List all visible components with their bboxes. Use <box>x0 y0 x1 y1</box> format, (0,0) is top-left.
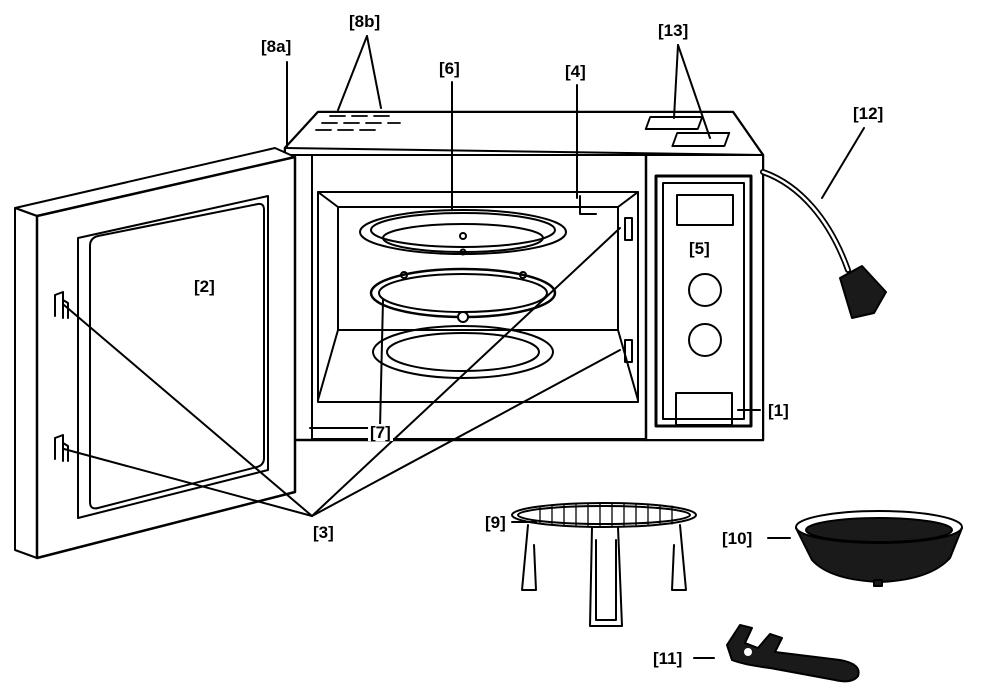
top-vents <box>315 115 401 131</box>
label-8a: [8a] <box>259 37 294 56</box>
control-panel <box>644 153 764 442</box>
label-8b: [8b] <box>347 12 383 31</box>
label-13: [13] <box>656 21 691 40</box>
microwave-door <box>14 147 297 560</box>
label-2: [2] <box>194 277 215 296</box>
label-5: [5] <box>689 239 710 258</box>
label-6: [6] <box>437 59 462 78</box>
label-4: [4] <box>563 62 588 81</box>
label-9: [9] <box>483 513 508 532</box>
leader-lines <box>63 35 865 659</box>
top-plate-1 <box>644 116 704 130</box>
crisp-pan <box>795 510 963 587</box>
label-3: [3] <box>311 523 336 542</box>
label-11: [11] <box>651 649 685 668</box>
cooking-cavity <box>311 154 647 440</box>
power-cord <box>760 169 887 319</box>
label-10: [10] <box>720 529 755 548</box>
label-12: [12] <box>851 104 886 123</box>
label-7: [7] <box>368 423 393 442</box>
label-1: [1] <box>766 401 791 420</box>
top-plate-2 <box>671 132 731 147</box>
grill-rack <box>511 502 697 627</box>
pan-handle <box>726 624 860 683</box>
